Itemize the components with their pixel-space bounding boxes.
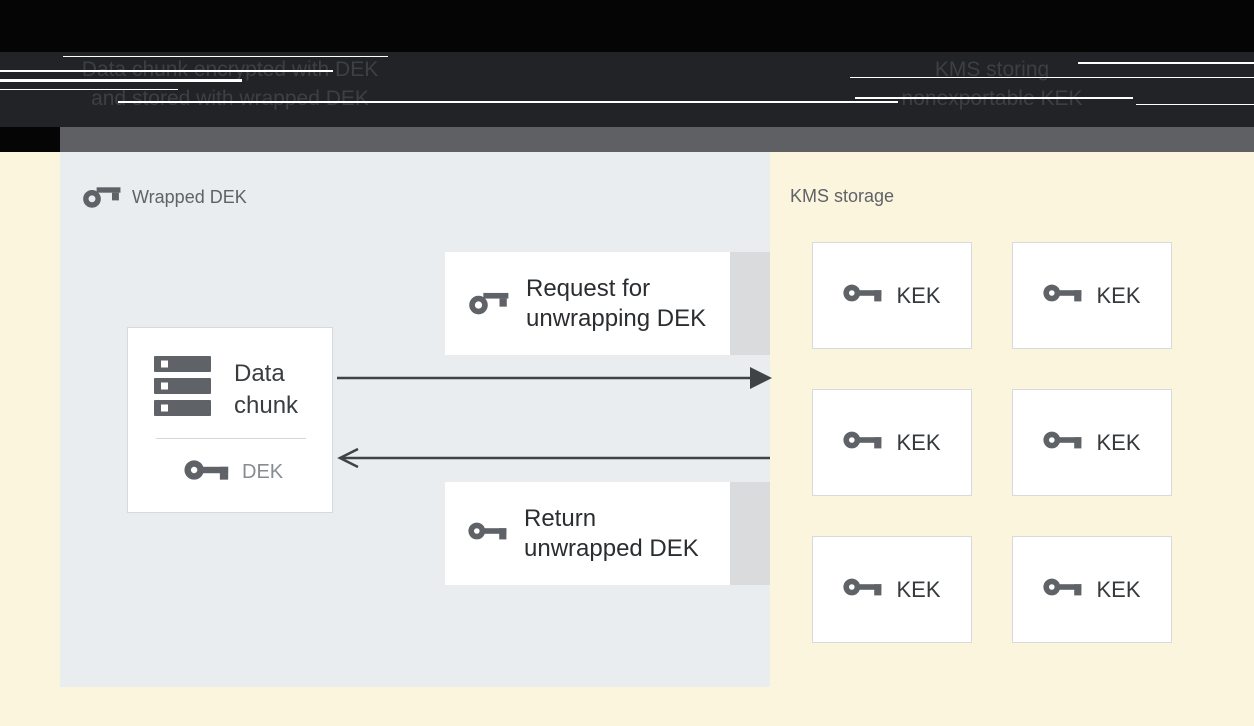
- request-unwrap-line1: Request for: [526, 274, 651, 302]
- wrapped-dek-panel: Wrapped DEK: [60, 152, 770, 687]
- artifact-line: [0, 70, 333, 72]
- kek-label: KEK: [1096, 282, 1141, 308]
- kek-label: KEK: [896, 576, 941, 602]
- return-unwrapped-box: Return unwrapped DEK: [445, 482, 730, 585]
- wrapped-key-icon: [82, 178, 122, 217]
- request-box-side-strip: [730, 252, 770, 355]
- data-chunk-title: Data chunk: [234, 356, 298, 422]
- caption-band: [0, 52, 1254, 127]
- dek-row: DEK: [184, 456, 283, 489]
- request-unwrap-content: Request for unwrapping DEK: [468, 252, 706, 355]
- key-icon: [184, 456, 230, 489]
- artifact-line: [0, 79, 242, 82]
- data-chunk-title-line2: chunk: [234, 392, 299, 419]
- artifact-line: [850, 77, 1254, 78]
- wrapped-dek-label: Wrapped DEK: [132, 187, 247, 207]
- artifact-line: [63, 56, 388, 57]
- kek-label: KEK: [1096, 576, 1141, 602]
- return-unwrapped-line2: unwrapped DEK: [524, 534, 699, 562]
- kek-label: KEK: [896, 429, 941, 455]
- kek-box: KEK: [1012, 536, 1172, 643]
- data-chunk-divider: [156, 438, 306, 439]
- wrapped-key-icon: [468, 283, 510, 324]
- dek-label: DEK: [242, 461, 284, 483]
- data-chunk-row: Data chunk: [154, 356, 298, 423]
- key-icon: [1043, 575, 1083, 604]
- request-unwrap-line2: unwrapping DEK: [526, 304, 707, 332]
- top-black-band: Data chunk encrypted with DEK and stored…: [0, 0, 1254, 152]
- request-unwrap-text: Request for unwrapping DEK: [526, 274, 706, 334]
- artifact-line: [0, 89, 178, 90]
- return-box-side-strip: [730, 482, 770, 585]
- artifact-line: [118, 101, 898, 103]
- kms-storage-label: KMS storage: [790, 186, 895, 206]
- return-unwrapped-line1: Return: [524, 504, 597, 532]
- gray-divider-band: [60, 127, 1254, 152]
- key-icon: [843, 575, 883, 604]
- key-icon: [1043, 281, 1083, 310]
- caption-left-line1: Data chunk encrypted with DEK: [81, 58, 379, 81]
- kek-box: KEK: [1012, 242, 1172, 349]
- caption-left-line2: and stored with wrapped DEK: [91, 87, 369, 110]
- key-icon: [843, 281, 883, 310]
- request-unwrap-box: Request for unwrapping DEK: [445, 252, 730, 355]
- kek-label: KEK: [1096, 429, 1141, 455]
- kek-box: KEK: [812, 536, 972, 643]
- kek-label: KEK: [896, 282, 941, 308]
- wrapped-dek-header: Wrapped DEK: [82, 178, 247, 217]
- caption-left: Data chunk encrypted with DEK and stored…: [20, 55, 440, 113]
- kek-box: KEK: [1012, 389, 1172, 496]
- data-chunk-box: Data chunk DEK: [127, 327, 333, 513]
- key-icon: [843, 428, 883, 457]
- data-chunk-title-line1: Data: [234, 360, 285, 387]
- return-unwrapped-text: Return unwrapped DEK: [524, 504, 699, 564]
- artifact-line: [1136, 104, 1254, 105]
- key-icon: [468, 518, 508, 549]
- artifact-line: [1078, 62, 1254, 64]
- kek-box: KEK: [812, 389, 972, 496]
- caption-right-line1: KMS storing: [934, 58, 1050, 81]
- diagram-area: Wrapped DEK: [0, 152, 1254, 726]
- storage-stack-icon: [154, 356, 212, 423]
- return-unwrapped-content: Return unwrapped DEK: [468, 482, 699, 585]
- key-icon: [1043, 428, 1083, 457]
- kek-box: KEK: [812, 242, 972, 349]
- artifact-line: [855, 97, 1133, 99]
